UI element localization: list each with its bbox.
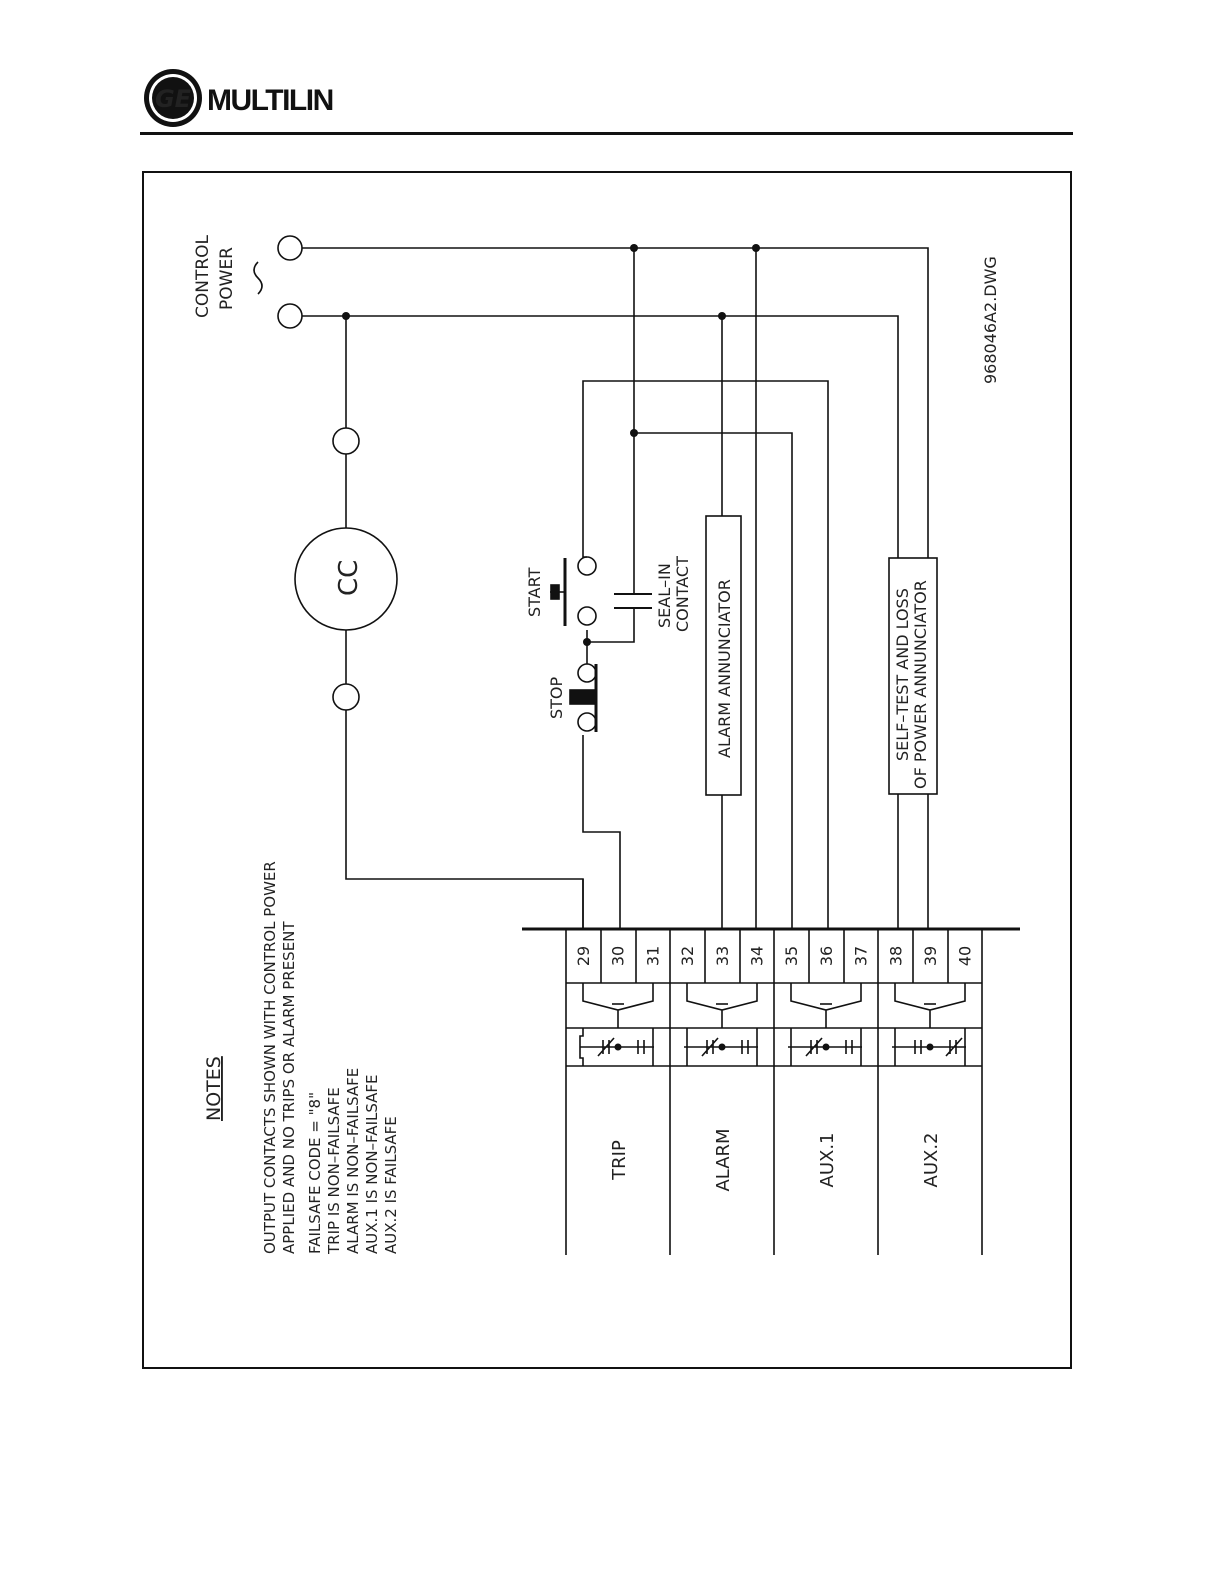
terminal-number: 32 [678,946,697,966]
ge-logo-icon: GE [144,69,202,127]
note-line: AUX.2 IS FAILSAFE [382,1116,400,1254]
aux2-relay-symbol [892,983,966,1066]
drawing-number: 968046A2.DWG [981,256,1000,384]
stop-contact-a [577,712,597,732]
coil-to-terminal-29 [345,710,584,928]
aux1-relay-symbol [788,983,862,1066]
note-line: TRIP IS NON–FAILSAFE [325,1087,343,1255]
header-rule [140,132,1073,135]
terminal-number: 34 [748,946,767,966]
terminal-numbers: 29 30 31 32 33 34 35 36 37 38 39 40 [574,946,975,966]
start-contact-a [577,606,597,626]
seal-in-lower [587,608,635,643]
start-to-terminal-36 [582,380,829,928]
start-button-head [550,584,560,600]
note-line: ALARM IS NON–FAILSAFE [344,1068,362,1254]
notes-lines: OUTPUT CONTACTS SHOWN WITH CONTROL POWER… [261,861,400,1255]
t30-to-stop [582,735,621,928]
alarm-annunciator-label: ALARM ANNUNCIATOR [715,579,734,758]
terminal-number: 33 [713,946,732,966]
notes-title: NOTES [203,1056,225,1121]
alarm-relay-symbol [684,983,758,1066]
coil-label: CC [334,560,364,596]
coil-terminal-bottom [332,683,360,711]
terminal-number: 29 [574,946,593,966]
page-header: GE MULTILIN [0,0,1224,140]
power-label: POWER [217,247,237,310]
note-line: AUX.1 IS NON–FAILSAFE [363,1074,381,1254]
control-label: CONTROL [193,234,213,318]
seal-in-label-1: SEAL–IN [655,563,674,628]
seal-in-label-2: CONTACT [673,556,692,632]
terminal-block-rows [566,982,982,1067]
stop-button-head [569,689,597,705]
terminal-number: 38 [886,946,905,966]
trip-relay-symbol [579,983,654,1066]
note-line: FAILSAFE CODE = "8" [306,1092,324,1254]
relay-dividers [669,929,983,1255]
relay-name: ALARM [713,1128,734,1191]
selftest-label-1: SELF–TEST AND LOSS [893,588,912,761]
terminal-number: 39 [921,946,940,966]
relay-names: TRIP ALARM AUX.1 AUX.2 [609,1128,942,1191]
coil-terminal-top [332,427,360,455]
relay-name: AUX.1 [817,1133,838,1188]
terminal-number: 35 [782,946,801,966]
start-contact-b [577,556,597,576]
bus-line-2 [302,315,899,558]
stop-contact-b [577,663,597,683]
terminal-number: 36 [817,946,836,966]
terminal-number: 40 [956,946,975,966]
start-label: START [525,567,544,617]
selftest-annunciator-box [888,557,938,795]
selftest-label-2: OF POWER ANNUNCIATOR [911,580,930,789]
terminal-number: 31 [643,946,662,966]
brand-name: MULTILIN [207,84,334,117]
control-power-terminal-1 [277,235,303,261]
terminal-number: 37 [852,946,871,966]
bus-line-1 [302,247,929,558]
drawing-frame [142,171,1072,1369]
terminal-dividers [600,929,949,983]
stop-label: STOP [547,676,566,719]
seal-in-to-terminal-35 [634,432,793,928]
terminal-number: 30 [609,946,628,966]
junction-dots [342,244,934,1051]
note-line: OUTPUT CONTACTS SHOWN WITH CONTROL POWER [261,861,279,1254]
logo-text: GE [155,85,192,113]
ac-symbol [253,261,263,295]
note-line: APPLIED AND NO TRIPS OR ALARM PRESENT [280,921,298,1254]
alarm-annunciator-box [705,515,742,796]
control-power-terminal-2 [277,303,303,329]
relay-name: TRIP [609,1140,630,1181]
relay-name: AUX.2 [921,1133,942,1188]
